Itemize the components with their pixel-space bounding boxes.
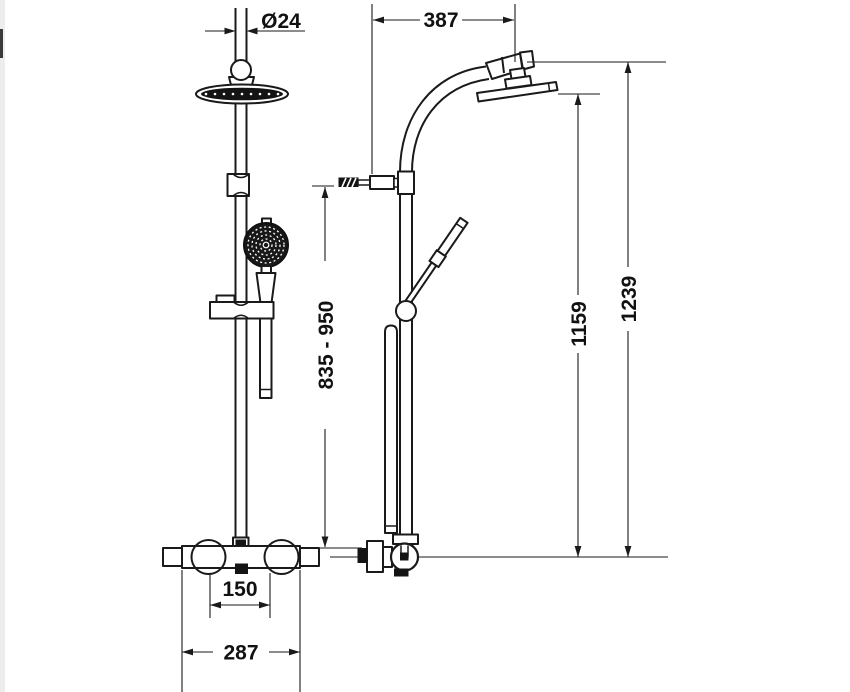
wall-connection: [338, 170, 415, 195]
thermostat-valve-side: [357, 533, 420, 577]
shower-arm-curve: [399, 50, 535, 173]
shower-hose: [384, 324, 398, 534]
front-view: [162, 8, 320, 575]
dim-label-head-underside-height: 1159: [568, 301, 591, 347]
dim-arm-width: 387: [371, 4, 516, 174]
left-handle: [190, 539, 227, 575]
page-left-edge: [0, 0, 5, 692]
hand-shower-side: [404, 216, 469, 305]
riser-pipe-side: [399, 194, 413, 537]
spray-nozzles: [204, 92, 280, 96]
dim-head-underside-height: 1159: [558, 93, 600, 557]
dim-outlet-spacing: 150: [209, 573, 271, 618]
outlet: [235, 563, 248, 574]
dim-label-riser-height-range: 835 - 950: [315, 301, 338, 390]
dim-label-pipe-diameter: Ø24: [261, 10, 301, 33]
dim-label-total-height: 1239: [618, 276, 641, 323]
dim-label-outlet-spacing: 150: [222, 578, 257, 601]
overhead-shower-front: [195, 59, 289, 105]
dim-riser-height-range: 835 - 950: [310, 185, 362, 549]
slide-holder: [209, 294, 275, 320]
overhead-shower-side: [476, 67, 559, 103]
dim-label-mixer-width: 287: [223, 642, 258, 665]
holder-knob: [395, 300, 417, 322]
right-handle: [263, 539, 300, 575]
dim-total-height: 1239: [527, 61, 666, 557]
dim-pipe-diameter: Ø24: [205, 10, 305, 35]
dim-label-arm-width: 387: [423, 9, 458, 32]
dimensions: Ø24 387 1239 1159: [181, 4, 666, 692]
hand-shower-front: [243, 217, 289, 399]
thermostat-mixer-front: [162, 536, 320, 575]
side-view: [330, 50, 668, 577]
dim-mixer-width: 287: [181, 570, 301, 692]
pipe-coupler: [226, 173, 250, 197]
